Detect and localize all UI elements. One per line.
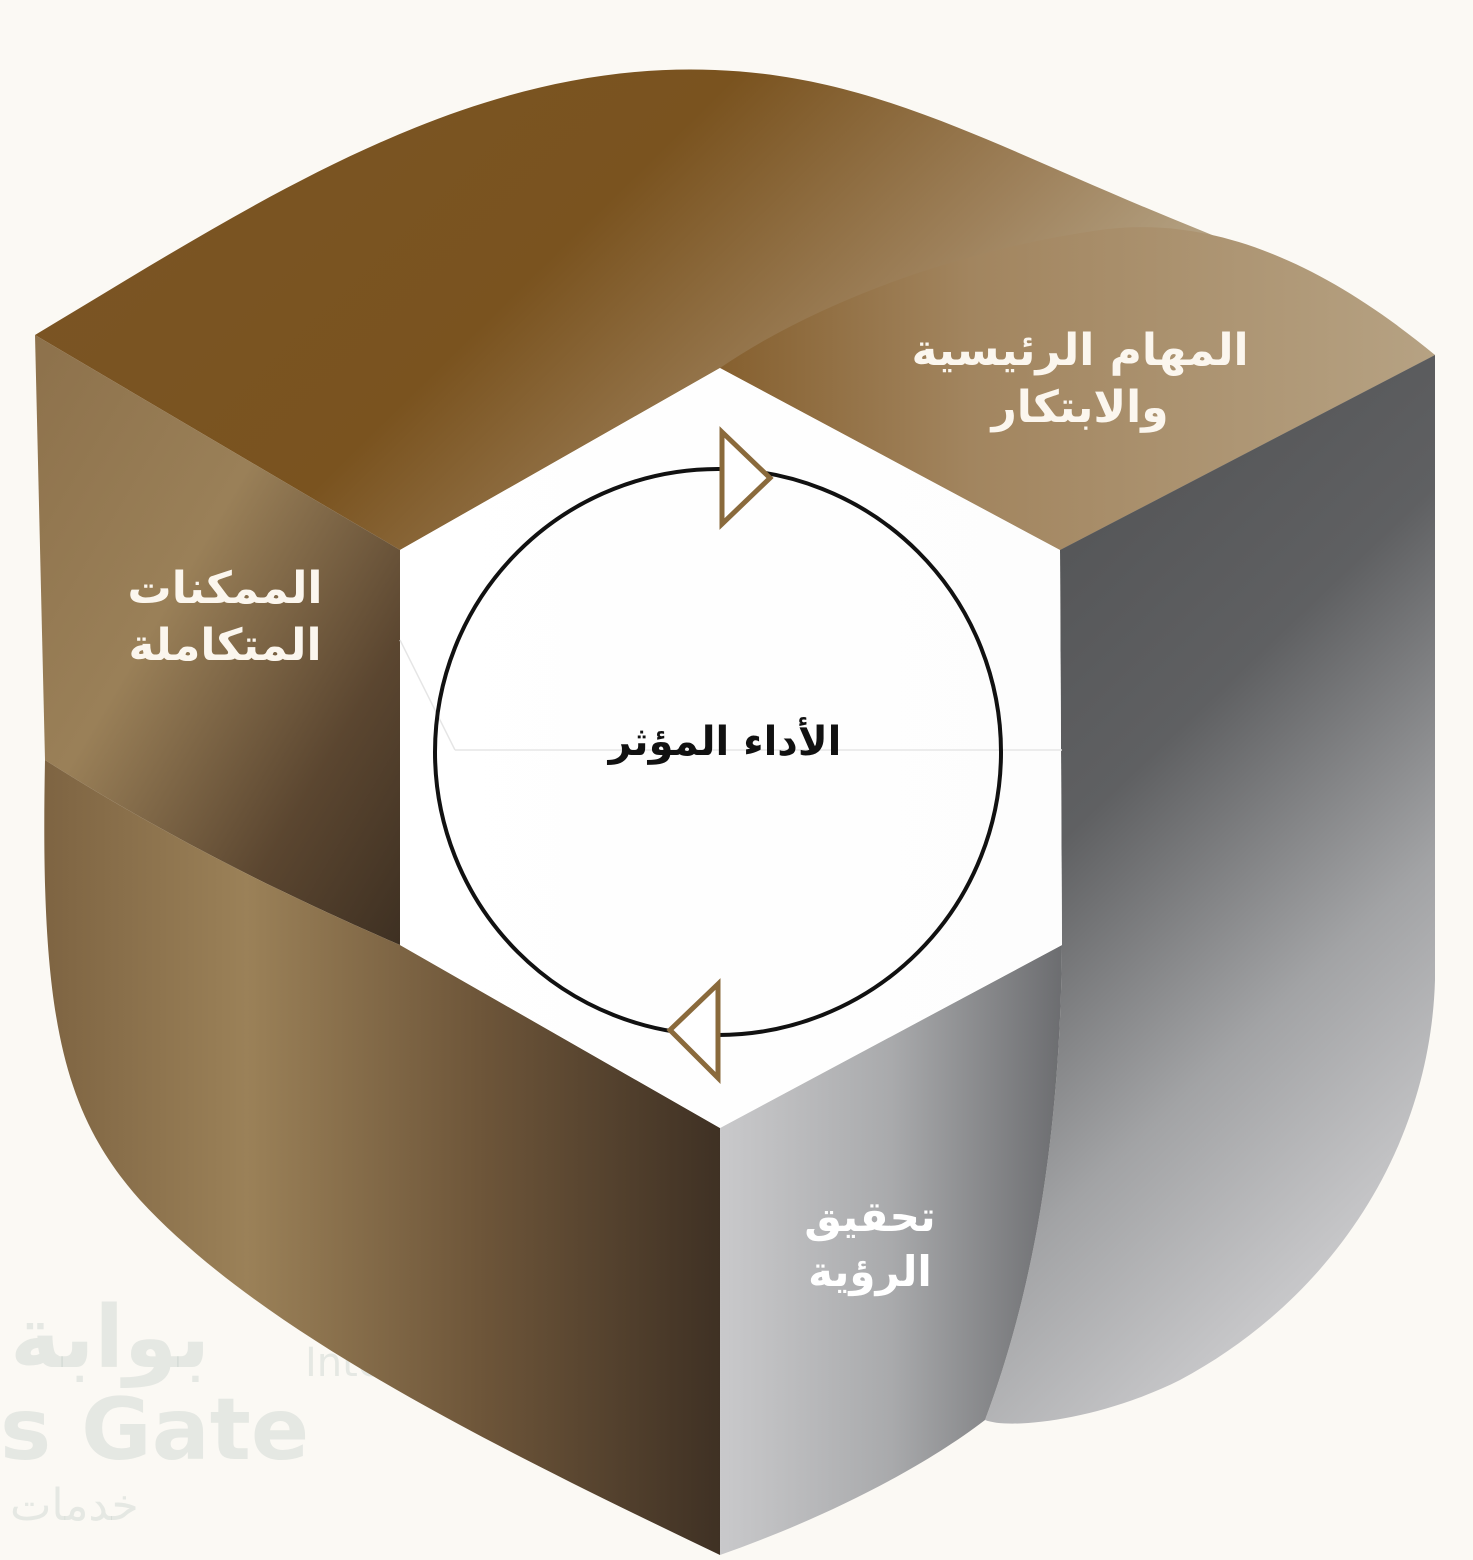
segment-label-line: والابتكار <box>991 382 1169 434</box>
hexagon-diagonal-line <box>399 639 456 751</box>
watermark-gate: s Gate <box>0 1380 310 1480</box>
segment-label-vision: تحقيق الرؤية <box>770 1190 970 1299</box>
cube-bottom-right-face <box>720 945 1062 1555</box>
watermark-services: خدمات <box>10 1480 139 1531</box>
segment-label-line: المتكاملة <box>128 620 322 672</box>
segment-top-right <box>720 227 1435 550</box>
cube-bottom-left-face <box>44 760 720 1555</box>
cube-right-face <box>985 355 1435 1424</box>
triangle-left-icon <box>666 978 721 1085</box>
segment-label-line: المهام الرئيسية <box>911 325 1249 376</box>
segment-label-line: تحقيق <box>804 1192 936 1241</box>
center-hexagon <box>400 368 1062 1128</box>
segment-label-line: الرؤية <box>808 1246 932 1296</box>
triangle-right-icon <box>719 426 774 530</box>
center-label-text: الأداء المؤثر <box>608 719 842 765</box>
segment-label-enablers: الممكنات المتكاملة <box>70 560 380 674</box>
segment-label-core-tasks: المهام الرئيسية والابتكار <box>880 322 1280 436</box>
watermark-arabic: بوابة <box>10 1288 211 1388</box>
cube-left-face <box>35 335 400 945</box>
center-label: الأداء المؤثر <box>560 716 890 768</box>
segment-label-line: الممكنات <box>127 563 323 614</box>
